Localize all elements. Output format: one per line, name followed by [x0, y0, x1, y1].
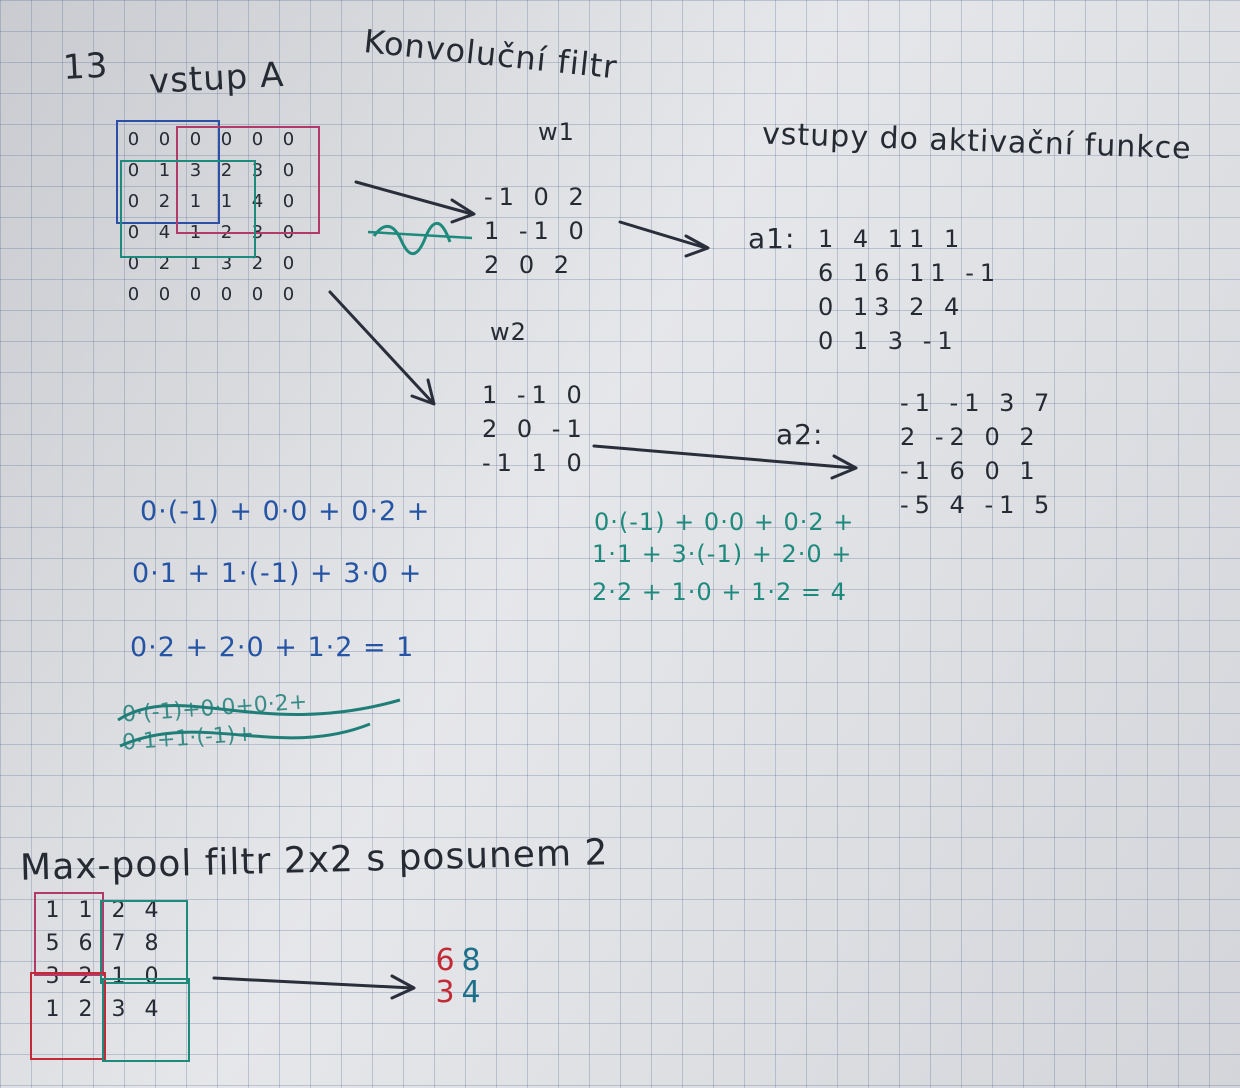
matrix-row: 2 0 2 — [484, 251, 576, 279]
input-cell: 1 — [189, 253, 202, 274]
calc-right-line-3: 2·2 + 1·0 + 1·2 = 4 — [592, 578, 847, 606]
input-cell: 0 — [282, 284, 295, 305]
input-cell: 3 — [220, 253, 233, 274]
arrow-maxpool — [212, 976, 414, 990]
pool-cell: 2 — [78, 964, 93, 989]
input-cell: 2 — [158, 191, 171, 212]
matrix-row: -1 0 2 — [484, 183, 590, 211]
input-cell: 0 — [127, 191, 140, 212]
input-cell: 0 — [127, 253, 140, 274]
calc-right-line-2: 1·1 + 3·(-1) + 2·0 + — [592, 540, 853, 568]
result-cell: 3 — [435, 974, 455, 1010]
input-cell: 0 — [189, 284, 202, 305]
matrix-row: 0 13 2 4 — [818, 293, 966, 321]
input-cell: 0 — [189, 129, 202, 150]
matrix-row: 6 16 11 -1 — [818, 259, 1002, 287]
input-cell: 0 — [282, 160, 295, 181]
strike-scribble — [117, 698, 401, 748]
input-cell: 2 — [251, 253, 264, 274]
a1-matrix: 1 4 11 1 6 16 11 -1 0 13 2 4 0 1 3 -1 — [818, 222, 1001, 358]
input-cell: 0 — [127, 222, 140, 243]
wave-scribble — [372, 222, 452, 255]
calc-right-line-1: 0·(-1) + 0·0 + 0·2 + — [594, 508, 855, 536]
w1-matrix: -1 0 2 1 -1 0 2 0 2 — [484, 180, 590, 282]
input-cell: 0 — [251, 129, 264, 150]
input-cell: 3 — [251, 160, 264, 181]
arrow-a-to-w1 — [354, 180, 474, 216]
pool-box-top-left — [34, 892, 104, 976]
a1-label: a1: — [748, 222, 796, 255]
matrix-row: 1 -1 0 — [482, 381, 588, 409]
matrix-row: -1 6 0 1 — [900, 457, 1041, 485]
pool-cell: 8 — [144, 931, 159, 956]
calc-left-line-1: 0·(-1) + 0·0 + 0·2 + — [140, 496, 431, 527]
input-cell: 0 — [127, 284, 140, 305]
pool-cell: 1 — [45, 898, 60, 923]
arrow-w2-to-a2 — [592, 444, 856, 470]
input-cell: 1 — [189, 191, 202, 212]
result-cell: 8 — [461, 942, 481, 978]
input-cell: 3 — [189, 160, 202, 181]
pool-box-top-right — [100, 900, 188, 984]
matrix-row: 2 0 -1 — [482, 415, 588, 443]
input-cell: 2 — [158, 253, 171, 274]
input-cell: 0 — [127, 129, 140, 150]
pool-cell: 4 — [144, 997, 159, 1022]
matrix-row: 1 4 11 1 — [818, 225, 966, 253]
window-box-red — [176, 126, 320, 234]
input-cell: 1 — [158, 160, 171, 181]
matrix-row: 1 -1 0 — [484, 217, 590, 245]
w1-label: w1 — [538, 118, 575, 146]
arrow-w1-to-a1 — [618, 220, 708, 250]
w2-label: w2 — [490, 318, 527, 346]
input-cell: 4 — [251, 191, 264, 212]
a2-matrix: -1 -1 3 7 2 -2 0 2 -1 6 0 1 -5 4 -1 5 — [900, 386, 1055, 522]
pool-cell: 4 — [144, 898, 159, 923]
w2-matrix: 1 -1 0 2 0 -1 -1 1 0 — [482, 378, 588, 480]
pool-box-bottom-right — [102, 978, 190, 1062]
pool-cell: 3 — [45, 964, 60, 989]
pool-cell: 1 — [45, 997, 60, 1022]
matrix-row: 0 1 3 -1 — [818, 327, 959, 355]
input-cell: 0 — [127, 160, 140, 181]
result-cell: 6 — [435, 942, 455, 978]
input-cell: 0 — [282, 253, 295, 274]
window-box-teal — [120, 160, 256, 258]
input-cell: 0 — [158, 284, 171, 305]
input-cell: 4 — [158, 222, 171, 243]
pool-cell: 2 — [78, 997, 93, 1022]
input-cell: 2 — [220, 160, 233, 181]
input-cell: 0 — [282, 129, 295, 150]
input-cell: 0 — [220, 129, 233, 150]
input-cell: 0 — [282, 191, 295, 212]
pool-cell: 7 — [111, 931, 126, 956]
pool-cell: 2 — [111, 898, 126, 923]
calc-left-line-2: 0·1 + 1·(-1) + 3·0 + — [132, 558, 423, 589]
matrix-row: -1 -1 3 7 — [900, 389, 1056, 417]
matrix-row: 2 -2 0 2 — [900, 423, 1041, 451]
pool-cell: 6 — [78, 931, 93, 956]
wave-strike — [367, 230, 473, 240]
input-cell: 0 — [251, 284, 264, 305]
result-cell: 4 — [461, 974, 481, 1010]
input-cell: 0 — [158, 129, 171, 150]
a2-label: a2: — [776, 418, 824, 451]
calc-left-line-3: 0·2 + 2·0 + 1·2 = 1 — [130, 632, 415, 663]
pool-cell: 5 — [45, 931, 60, 956]
pool-box-bottom-left — [30, 972, 106, 1060]
pool-cell: 3 — [111, 997, 126, 1022]
matrix-row: -1 1 0 — [482, 449, 588, 477]
input-cell: 0 — [220, 284, 233, 305]
matrix-row: -5 4 -1 5 — [900, 491, 1056, 519]
pool-cell: 1 — [78, 898, 93, 923]
window-box-blue — [116, 120, 220, 224]
input-cell: 1 — [220, 191, 233, 212]
arrow-a-to-w2 — [328, 290, 434, 404]
